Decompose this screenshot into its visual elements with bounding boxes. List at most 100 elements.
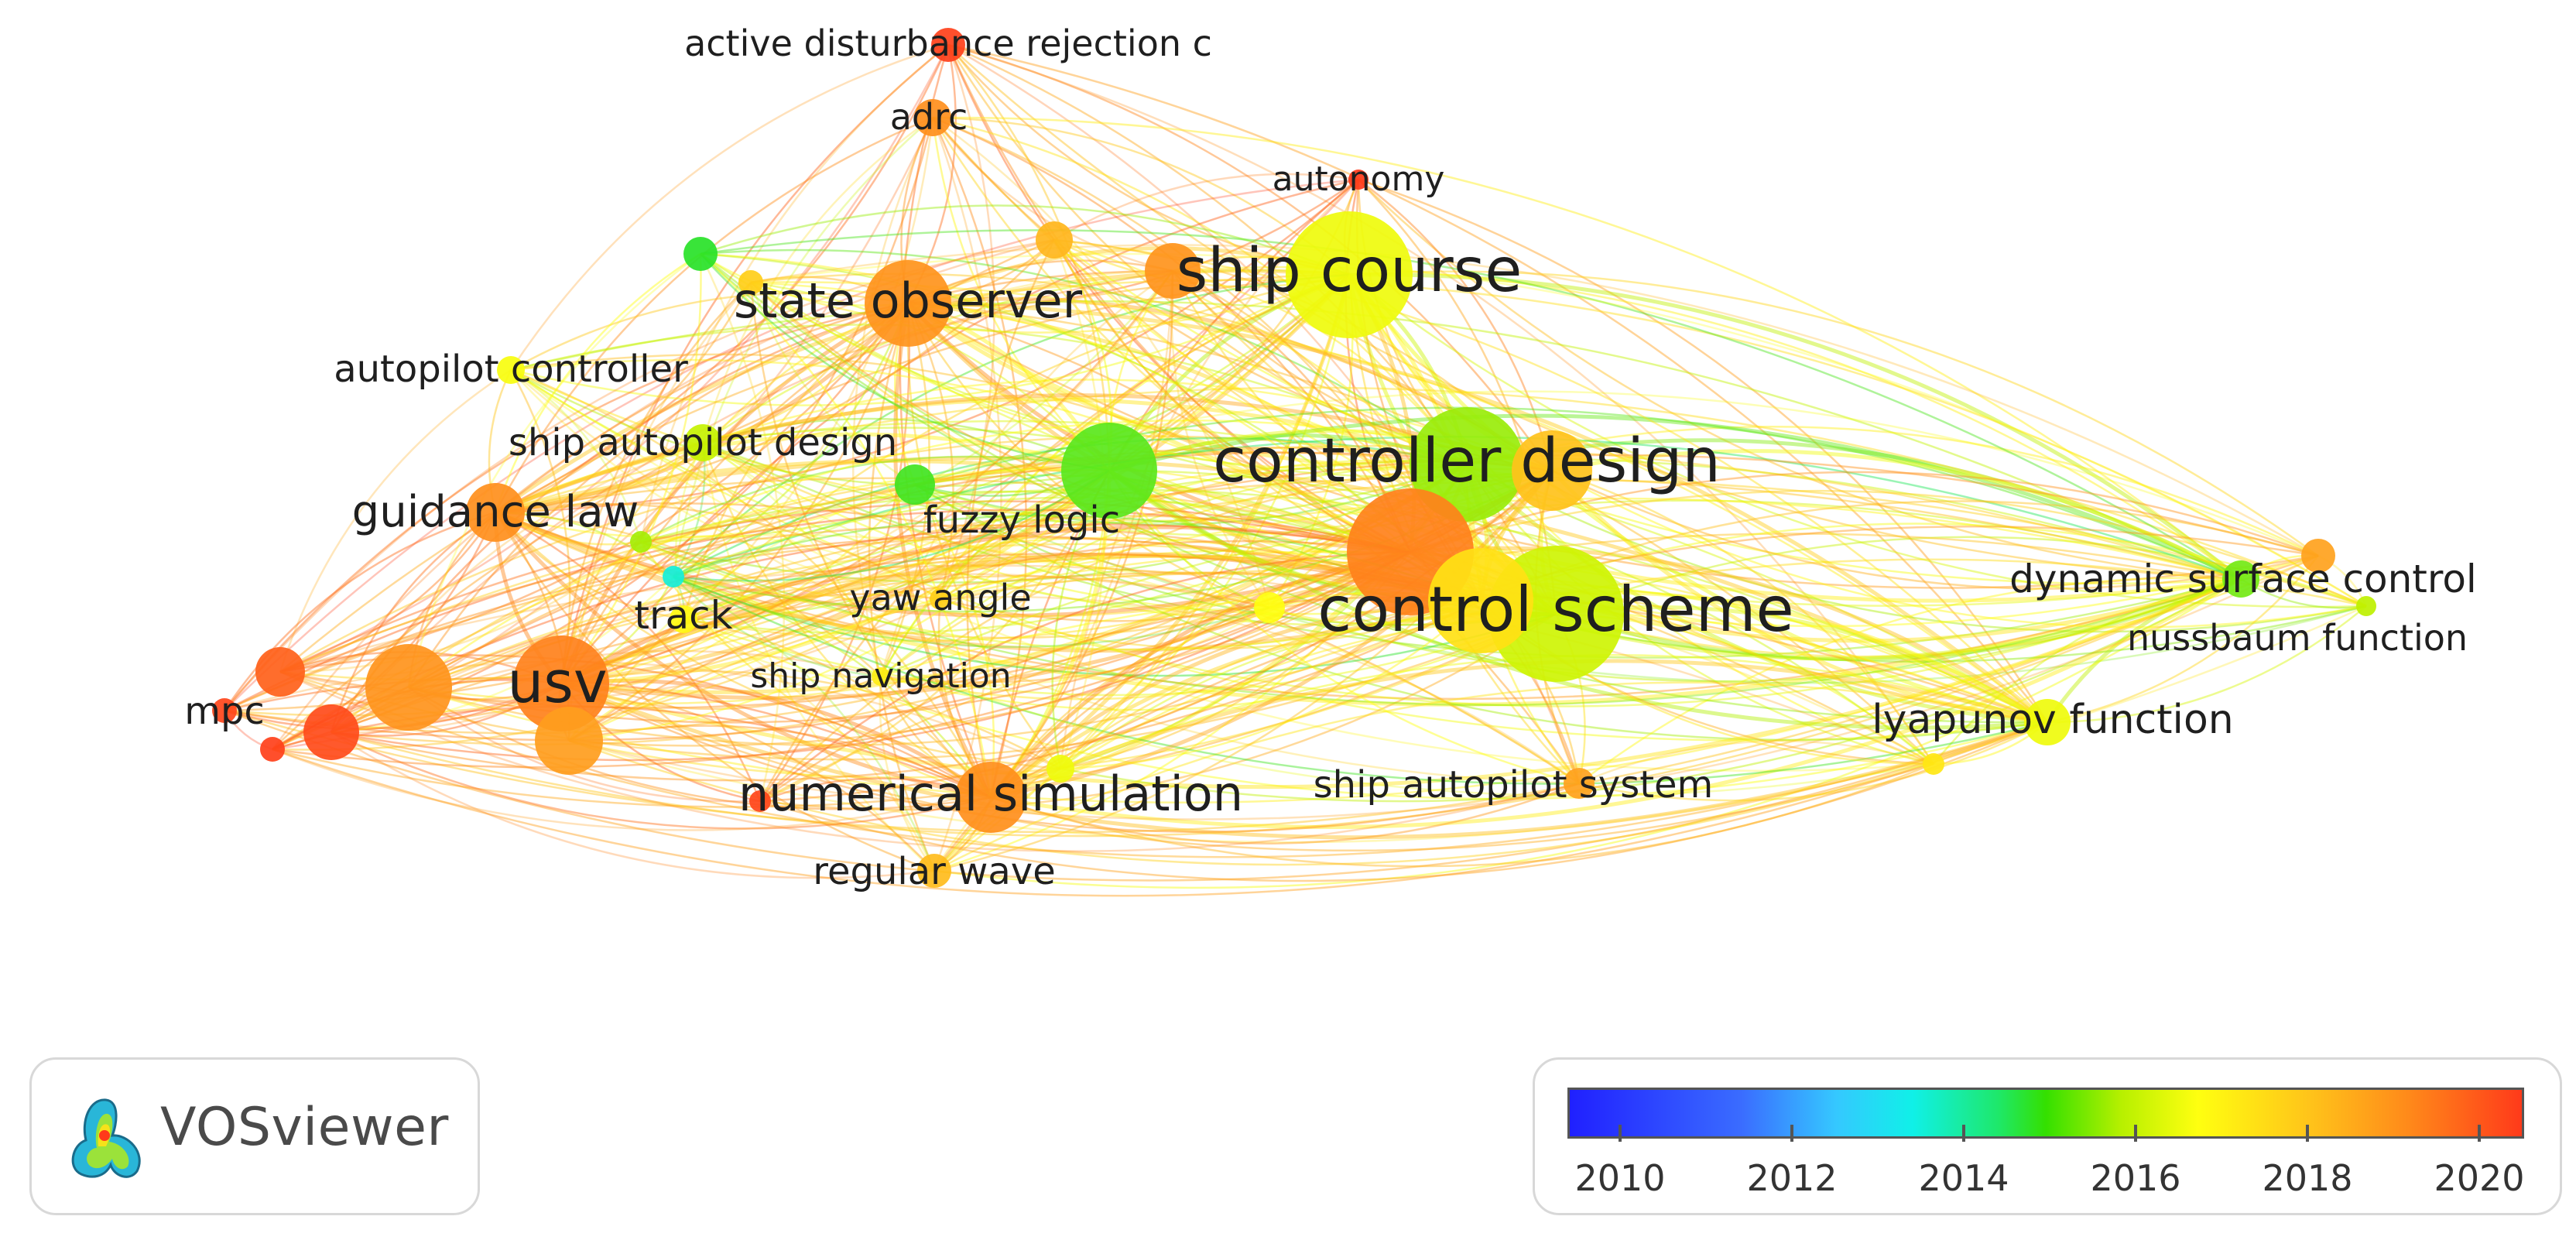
network-link	[1933, 577, 2242, 765]
network-node	[917, 854, 951, 888]
network-link	[495, 511, 882, 677]
network-link	[510, 368, 1557, 627]
network-node	[630, 531, 652, 553]
network-link	[279, 512, 497, 673]
network-link	[1108, 469, 2319, 628]
network-link	[279, 44, 950, 673]
network-link	[868, 303, 936, 872]
network-link	[750, 273, 1350, 334]
legend-tick	[2478, 1125, 2481, 1142]
network-node	[1286, 211, 1413, 338]
network-link	[907, 246, 1350, 306]
vosviewer-badge: VOSviewer	[29, 1057, 480, 1215]
network-link	[331, 117, 934, 734]
network-link	[640, 540, 2242, 707]
network-link	[701, 442, 935, 872]
network-link	[224, 302, 909, 711]
network-link	[495, 239, 1055, 514]
network-link	[279, 368, 512, 673]
network-link	[495, 282, 752, 514]
network-link	[568, 273, 1350, 742]
network-link	[990, 526, 2319, 799]
network-link	[224, 469, 1110, 717]
network-node	[1061, 423, 1157, 519]
network-link	[495, 511, 762, 802]
network-link	[331, 618, 684, 734]
node-label-active-disturbance-rejection: active disturbance rejection c	[684, 22, 1212, 64]
network-link	[1480, 500, 2319, 602]
network-link	[702, 441, 1468, 524]
network-link	[939, 44, 995, 600]
network-link	[1108, 470, 1580, 785]
network-link	[494, 116, 933, 513]
network-link	[700, 253, 1110, 472]
network-link	[495, 269, 1173, 513]
network-link	[560, 679, 992, 800]
network-link	[509, 43, 949, 371]
network-link	[330, 302, 909, 733]
node-label-mpc: mpc	[184, 690, 265, 733]
network-link	[1108, 469, 2367, 663]
network-node	[513, 635, 609, 731]
legend-tick-label: 2016	[2090, 1157, 2181, 1199]
network-link	[494, 511, 992, 800]
network-node	[749, 790, 771, 812]
network-link	[700, 204, 1350, 276]
network-link	[510, 368, 642, 543]
network-link	[880, 606, 1270, 687]
network-link	[223, 511, 496, 711]
network-link	[947, 44, 1468, 466]
network-link	[1348, 274, 2367, 608]
network-link	[683, 559, 1270, 621]
network-node	[497, 356, 525, 384]
network-link	[914, 466, 1411, 553]
network-link	[1555, 605, 2049, 725]
network-link	[331, 550, 1411, 762]
network-link	[947, 43, 1553, 471]
network-link	[495, 502, 941, 601]
network-link	[932, 116, 1350, 276]
network-link	[560, 577, 2242, 790]
network-link	[495, 502, 1580, 785]
network-link	[1555, 577, 2242, 662]
network-link	[331, 274, 1350, 734]
network-link	[1466, 463, 2367, 633]
network-link	[907, 178, 1359, 307]
node-label-controller-design: controller design	[1213, 427, 1721, 496]
network-node	[260, 737, 285, 762]
network-link	[673, 575, 2048, 785]
network-link	[702, 417, 1110, 472]
network-link	[759, 303, 910, 802]
network-link	[568, 303, 909, 742]
network-link	[1108, 413, 2242, 581]
year-color-legend: 2010 2012 2014 2016 2018 2020	[1533, 1057, 2562, 1215]
network-link	[940, 595, 1580, 785]
network-link	[989, 606, 1270, 798]
network-node	[2222, 560, 2259, 598]
network-link	[672, 117, 933, 577]
network-link	[673, 303, 909, 578]
network-link	[880, 463, 1468, 677]
network-link	[933, 681, 2048, 872]
network-link	[700, 253, 2048, 724]
network-node	[303, 704, 359, 760]
network-link	[759, 550, 1411, 802]
network-link	[510, 368, 1110, 487]
network-link	[673, 496, 1411, 578]
network-link	[408, 556, 2048, 724]
legend-tick	[2134, 1125, 2137, 1142]
network-link	[1555, 554, 2319, 658]
network-link	[640, 274, 1350, 543]
network-link	[560, 253, 702, 684]
network-link	[495, 442, 704, 514]
node-label-track: track	[634, 593, 732, 638]
network-node	[2301, 539, 2335, 573]
network-link	[1358, 178, 2049, 723]
vosviewer-logo-icon	[71, 1098, 141, 1178]
network-link	[683, 612, 1557, 697]
network-link	[495, 397, 1468, 515]
network-link	[224, 178, 1359, 711]
network-link	[907, 301, 1557, 615]
network-node	[955, 762, 1026, 833]
network-link	[914, 274, 1350, 486]
